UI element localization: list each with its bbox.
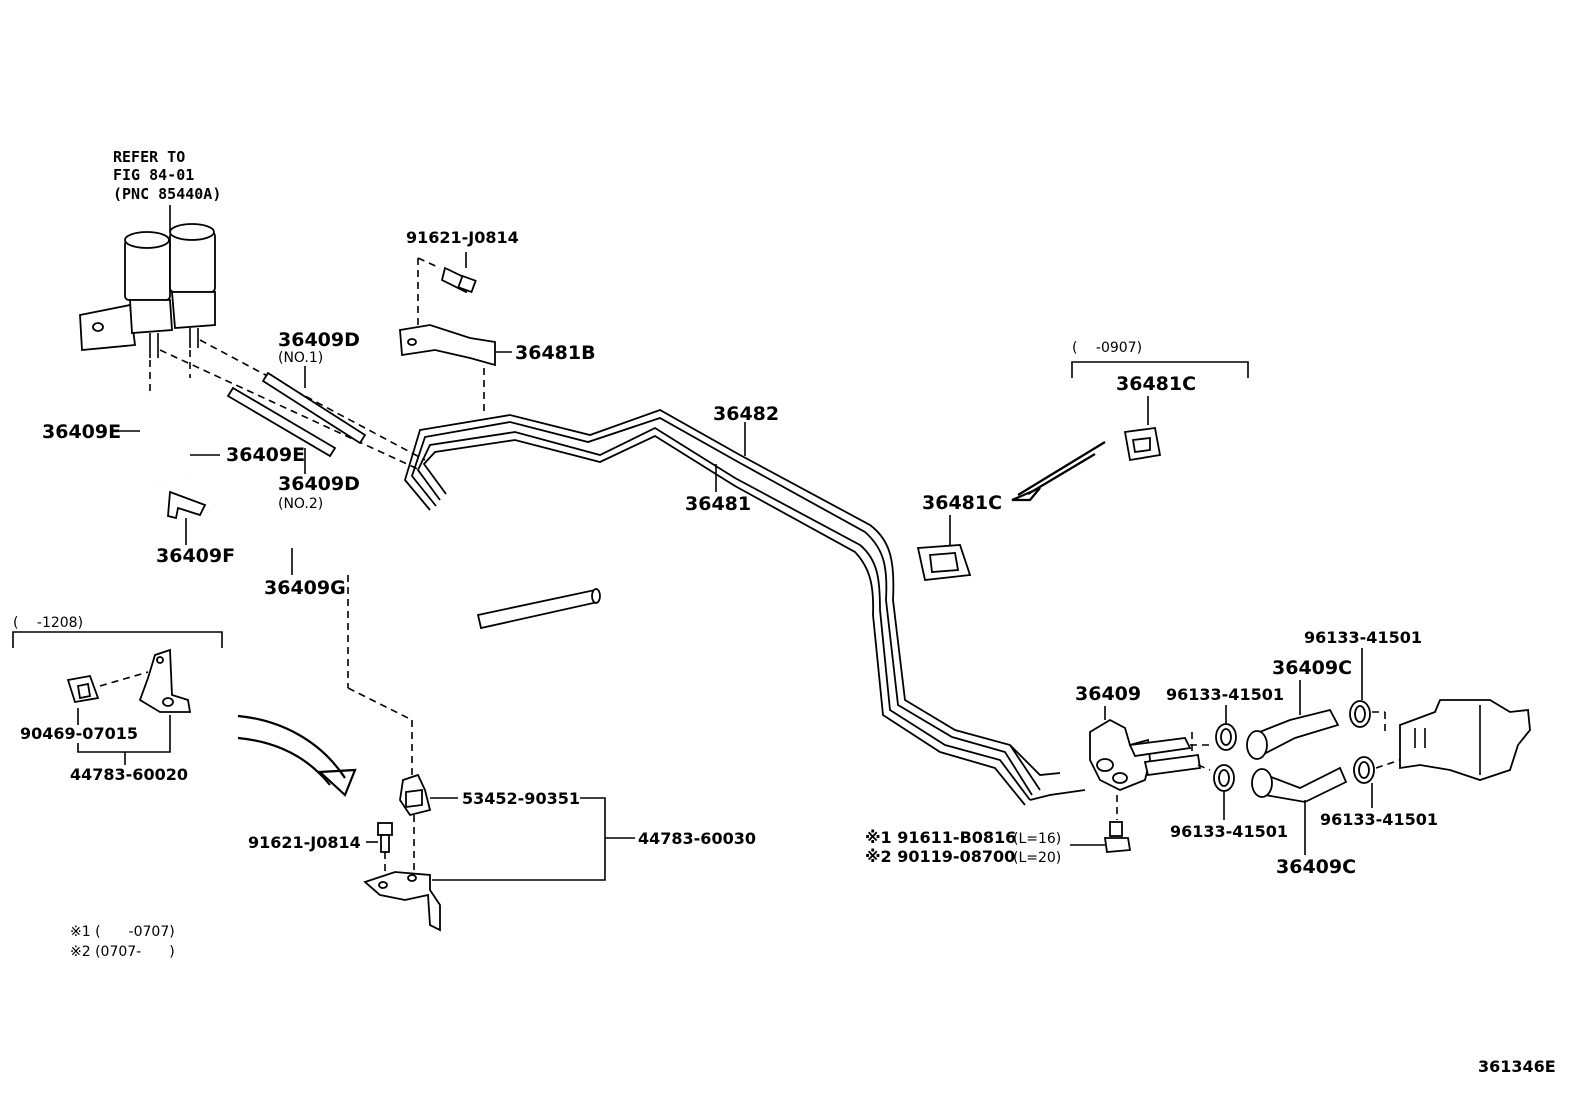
label-91621-j0814-bottom: 91621-J0814: [248, 833, 361, 852]
clamp-96133-left-top: [1215, 723, 1237, 751]
label-36481: 36481: [685, 493, 751, 515]
refer-note-line3: (PNC 85440A): [113, 185, 221, 203]
refer-note-line1: REFER TO: [113, 148, 185, 166]
label-96133-41501-c: 96133-41501: [1170, 822, 1288, 841]
label-44783-60020: 44783-60020: [70, 765, 188, 784]
refer-note-line2: FIG 84-01: [113, 166, 194, 184]
label-36409d-no2: 36409D: [278, 473, 360, 495]
clamp-96133-right-top: [1349, 700, 1371, 728]
clip-53452-90351: [399, 773, 432, 817]
label-96133-41501-a: 96133-41501: [1304, 628, 1422, 647]
label-36409e-right: 36409E: [226, 444, 305, 466]
label-36409: 36409: [1075, 683, 1141, 705]
bolt-top: [440, 266, 477, 294]
hose-36409c-top: [1246, 708, 1340, 760]
clamp-36481c: [916, 544, 972, 581]
hose-36409d: [226, 371, 367, 458]
label-36409g: 36409G: [264, 577, 346, 599]
label-36481c: 36481C: [922, 492, 1002, 514]
label-96133-41501-d: 96133-41501: [1320, 810, 1438, 829]
label-44783-60030: 44783-60030: [638, 829, 756, 848]
vsv-solenoids: [79, 223, 216, 358]
bolt-bottom: [377, 822, 393, 853]
label-91621-j0814-top: 91621-J0814: [406, 228, 519, 247]
label-96133-41501-b: 96133-41501: [1166, 685, 1284, 704]
bracket-44783-60030: [363, 871, 441, 932]
footnote-2: ※2 (0707- ): [70, 944, 175, 960]
clamp-96133-right-bottom: [1353, 756, 1375, 784]
clamp-36481c-alt: [1123, 426, 1162, 462]
label-36409e-left: 36409E: [42, 421, 121, 443]
label-bolt-note1-len: (L=16): [1013, 831, 1061, 847]
label-36409c-bottom: 36409C: [1276, 856, 1356, 878]
label-bolt-note1: ※1 91611-B0816: [865, 828, 1016, 847]
figure-id: 361346E: [1478, 1057, 1556, 1076]
label-36409d-no1: 36409D: [278, 329, 360, 351]
footnote-1: ※1 ( -0707): [70, 924, 175, 940]
hose-36409c-bottom: [1251, 766, 1348, 803]
throttle-body: [1399, 699, 1531, 781]
bolt-valve: [1103, 821, 1132, 853]
tee-36409f: [167, 490, 207, 520]
label-53452-90351: 53452-90351: [462, 789, 580, 808]
clamp-36481b: [399, 324, 496, 367]
label-36482: 36482: [713, 403, 779, 425]
label-36409c-top: 36409C: [1272, 657, 1352, 679]
label-bolt-note2: ※2 90119-08700: [865, 847, 1015, 866]
label-no1: (NO.1): [278, 350, 323, 366]
bracket-44783-60020: [138, 648, 192, 713]
label-90469-07015: 90469-07015: [20, 724, 138, 743]
pipes-main: [403, 409, 1086, 806]
label-36481c-boxed: 36481C: [1116, 373, 1196, 395]
label-range-0907: ( -0907): [1072, 340, 1142, 356]
clamp-96133-left-bottom: [1213, 764, 1235, 792]
valve-36409: [1089, 718, 1202, 791]
label-no2: (NO.2): [278, 496, 323, 512]
label-36409f: 36409F: [156, 545, 235, 567]
clip-90469-07015: [66, 674, 100, 704]
label-36481b: 36481B: [515, 342, 596, 364]
label-bolt-note2-len: (L=20): [1013, 850, 1061, 866]
label-range-1208: ( -1208): [13, 615, 83, 631]
